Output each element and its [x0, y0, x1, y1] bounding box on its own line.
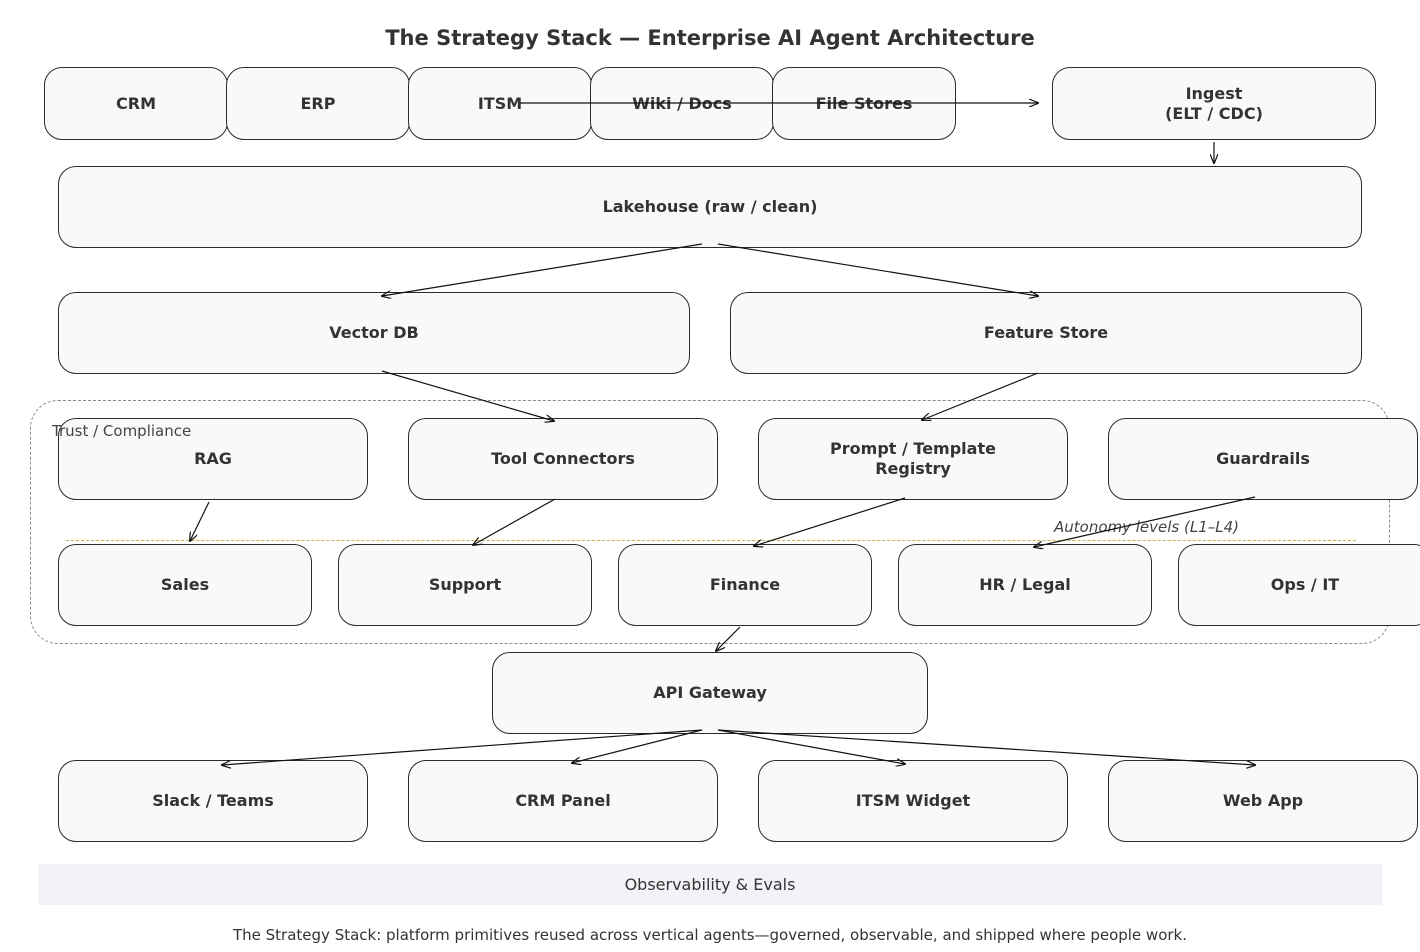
platform-rag: RAG — [58, 418, 368, 500]
edge-gateway-to-crm-panel — [572, 729, 703, 763]
autonomy-divider-line — [66, 540, 1356, 541]
agent-ops-it: Ops / IT — [1178, 544, 1420, 626]
edge-gateway-to-itsm-widget — [717, 729, 905, 764]
agent-support: Support — [338, 544, 592, 626]
diagram-caption: The Strategy Stack: platform primitives … — [232, 926, 1188, 944]
trust-compliance-label: Trust / Compliance — [52, 422, 192, 440]
observability-bar: Observability & Evals — [38, 864, 1382, 905]
source-erp: ERP — [226, 67, 410, 140]
channel-itsm-widget: ITSM Widget — [758, 760, 1068, 842]
edge-lakehouse-to-feature-store — [717, 243, 1038, 296]
vector-db-box: Vector DB — [58, 292, 690, 374]
agent-finance: Finance — [618, 544, 872, 626]
edge-lakehouse-to-vector-db — [382, 243, 703, 296]
agent-hr-legal: HR / Legal — [898, 544, 1152, 626]
platform-tool-connectors: Tool Connectors — [408, 418, 718, 500]
platform-prompt-registry: Prompt / Template Registry — [758, 418, 1068, 500]
autonomy-levels-label: Autonomy levels (L1–L4) — [1054, 518, 1240, 536]
channel-web-app: Web App — [1108, 760, 1418, 842]
trust-compliance-region — [30, 400, 1390, 644]
api-gateway-box: API Gateway — [492, 652, 928, 734]
channel-crm-panel: CRM Panel — [408, 760, 718, 842]
feature-store-box: Feature Store — [730, 292, 1362, 374]
channel-slack-teams: Slack / Teams — [58, 760, 368, 842]
source-wiki-docs: Wiki / Docs — [590, 67, 774, 140]
source-file-stores: File Stores — [772, 67, 956, 140]
platform-guardrails: Guardrails — [1108, 418, 1418, 500]
agent-sales: Sales — [58, 544, 312, 626]
lakehouse-box: Lakehouse (raw / clean) — [58, 166, 1362, 248]
source-itsm: ITSM — [408, 67, 592, 140]
diagram-title: The Strategy Stack — Enterprise AI Agent… — [385, 26, 1035, 50]
ingest-box: Ingest (ELT / CDC) — [1052, 67, 1376, 140]
source-crm: CRM — [44, 67, 228, 140]
